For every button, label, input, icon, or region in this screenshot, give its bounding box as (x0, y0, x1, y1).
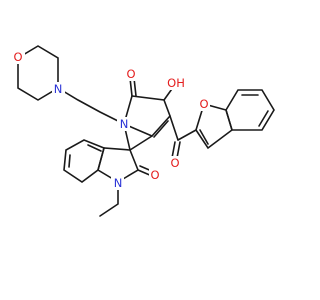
indole-nitrogen-label: N (114, 176, 123, 190)
furan-double-bond (199, 129, 209, 145)
acyl-to-furan-bond (177, 129, 197, 141)
acyl-bond (169, 115, 179, 141)
pyrrolone-double-bond (153, 120, 169, 138)
oxindole-aromatic-1 (68, 154, 71, 168)
oxindole-carbonyl-oxygen-label: O (150, 168, 159, 182)
pyrrolone-carbonyl-oxygen-label: O (126, 67, 135, 81)
pyrrolone-ring (123, 95, 171, 137)
morpholine-nitrogen-label: N (54, 82, 63, 96)
spiro-bond-2 (129, 135, 153, 151)
ketone-oxygen-label: O (170, 156, 179, 170)
morpholine-oxygen-label: O (13, 50, 22, 64)
benzene-ring-benzofuran (225, 89, 275, 131)
ethyl-linker-bond (57, 87, 125, 125)
molecule-structure-diagram: O N N O OH O O N O (12, 45, 275, 217)
furan-oxygen-label: O (199, 97, 208, 111)
atom-labels: O N N O OH O O N O (12, 50, 210, 190)
oxindole-aromatic-2 (87, 144, 102, 152)
ketone-bond (171, 141, 176, 159)
pyrrolone-nitrogen-label: N (120, 117, 129, 131)
ketone-bond-2 (176, 141, 181, 159)
bonds (17, 45, 275, 217)
benzofuran-aromatic-2 (258, 110, 269, 127)
hydroxyl-label: OH (167, 76, 185, 90)
oxindole-benzene-ring (63, 139, 105, 183)
oxindole-five-ring (97, 147, 139, 183)
